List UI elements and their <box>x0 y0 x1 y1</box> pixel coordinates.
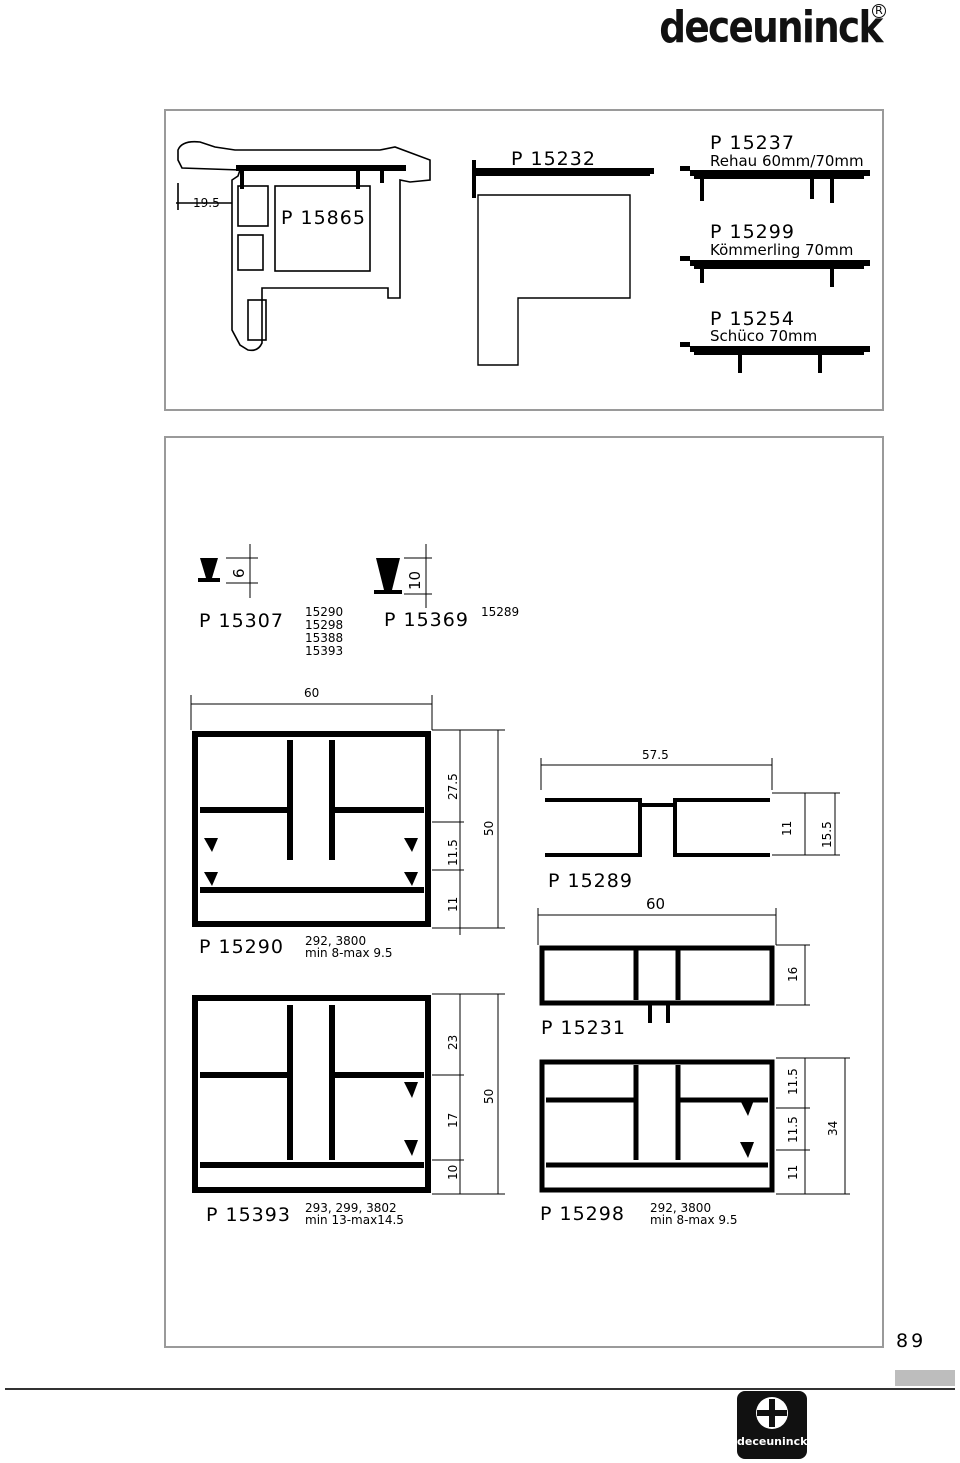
label-p15865: P 15865 <box>281 207 366 229</box>
footer-rule <box>5 1388 955 1390</box>
p15290-note2: min 8-max 9.5 <box>305 946 393 960</box>
p15298-dim-11-5-mid: 11.5 <box>786 1116 800 1143</box>
p15393-dim-23: 23 <box>446 1034 460 1050</box>
p15393-dim-17: 17 <box>446 1112 460 1128</box>
p15298-note2: min 8-max 9.5 <box>650 1213 738 1227</box>
p15290-code: P 15290 <box>199 936 284 958</box>
p15298-dim-34: 34 <box>826 1120 840 1136</box>
p15393-dim-50: 50 <box>482 1088 496 1104</box>
label-rehau: Rehau 60mm/70mm <box>710 152 864 170</box>
p15231-dim-16: 16 <box>786 966 800 982</box>
label-p15232: P 15232 <box>511 148 596 170</box>
p15393-dim-10: 10 <box>446 1164 460 1180</box>
dim-19-5: 19.5 <box>193 196 220 210</box>
p15298-note1: 292, 3800 <box>650 1201 712 1215</box>
p15290-dim-11-5: 11.5 <box>446 839 460 866</box>
p15290-dim-11: 11 <box>446 896 460 912</box>
p15231-code: P 15231 <box>541 1017 626 1039</box>
p15298-code: P 15298 <box>540 1203 625 1225</box>
seal2-list-1: 15289 <box>481 605 520 619</box>
p15290-width: 60 <box>304 686 320 700</box>
seal2-dim: 10 <box>406 570 424 590</box>
label-schuco: Schüco 70mm <box>710 327 818 345</box>
p15393-code: P 15393 <box>206 1204 291 1226</box>
bottom-profiles-panel <box>164 436 884 1348</box>
p15290-note1: 292, 3800 <box>305 934 367 948</box>
p15289-width: 57.5 <box>642 748 669 762</box>
logo-wordmark: deceuninck <box>737 1435 808 1448</box>
registered-mark: R <box>872 4 886 18</box>
seal1-list-1: 15290 <box>305 605 344 619</box>
p15298-dim-11: 11 <box>786 1164 800 1180</box>
p15290-dim-50: 50 <box>482 820 496 836</box>
label-p15299: P 15299 <box>710 221 795 243</box>
p15393-note1: 293, 299, 3802 <box>305 1201 397 1215</box>
page-number: 89 <box>896 1330 927 1352</box>
seal1-dim: 6 <box>230 568 248 578</box>
label-kommerling: Kömmerling 70mm <box>710 241 854 259</box>
p15298-dim-11-5-top: 11.5 <box>786 1068 800 1095</box>
p15393-note2: min 13-max14.5 <box>305 1213 404 1227</box>
p15290-dim-27-5: 27.5 <box>446 773 460 800</box>
p15289-code: P 15289 <box>548 870 633 892</box>
seal1-list-4: 15393 <box>305 644 344 658</box>
label-p15237: P 15237 <box>710 132 795 154</box>
deceuninck-logo: deceuninck <box>737 1391 807 1459</box>
p15289-dim-11: 11 <box>780 820 794 836</box>
p15289-dim-15-5: 15.5 <box>820 821 834 848</box>
label-p15254: P 15254 <box>710 308 795 330</box>
seal2-code: P 15369 <box>384 609 469 631</box>
seal1-list-2: 15298 <box>305 618 344 632</box>
seal1-code: P 15307 <box>199 610 284 632</box>
seal1-list-3: 15388 <box>305 631 344 645</box>
brand-wordmark: deceuninck <box>659 2 884 53</box>
p15231-width: 60 <box>646 895 666 913</box>
page-number-bar <box>895 1370 955 1386</box>
